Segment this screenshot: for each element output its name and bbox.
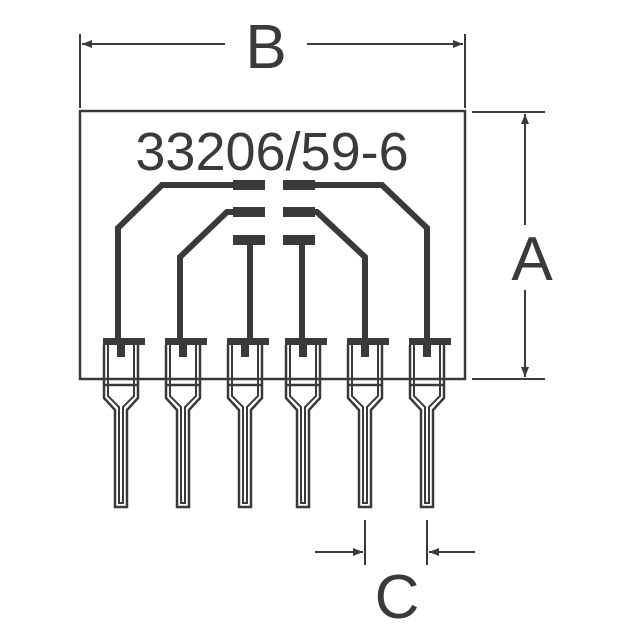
pin	[226, 338, 269, 509]
package-body	[78, 109, 467, 381]
pin	[102, 338, 145, 509]
dimension-a	[472, 111, 545, 380]
dimension-b	[79, 34, 466, 108]
part-marking: 33206/59-6	[135, 122, 408, 182]
pin	[346, 338, 389, 509]
pin	[408, 338, 451, 509]
traces	[115, 182, 430, 340]
contact-pads	[233, 180, 315, 245]
pin	[284, 338, 327, 509]
dimension-label-c: C	[375, 563, 420, 632]
dimension-label-a: A	[511, 225, 553, 294]
dimension-c	[315, 520, 475, 565]
dimension-label-b: B	[245, 13, 286, 82]
pin	[164, 338, 207, 509]
